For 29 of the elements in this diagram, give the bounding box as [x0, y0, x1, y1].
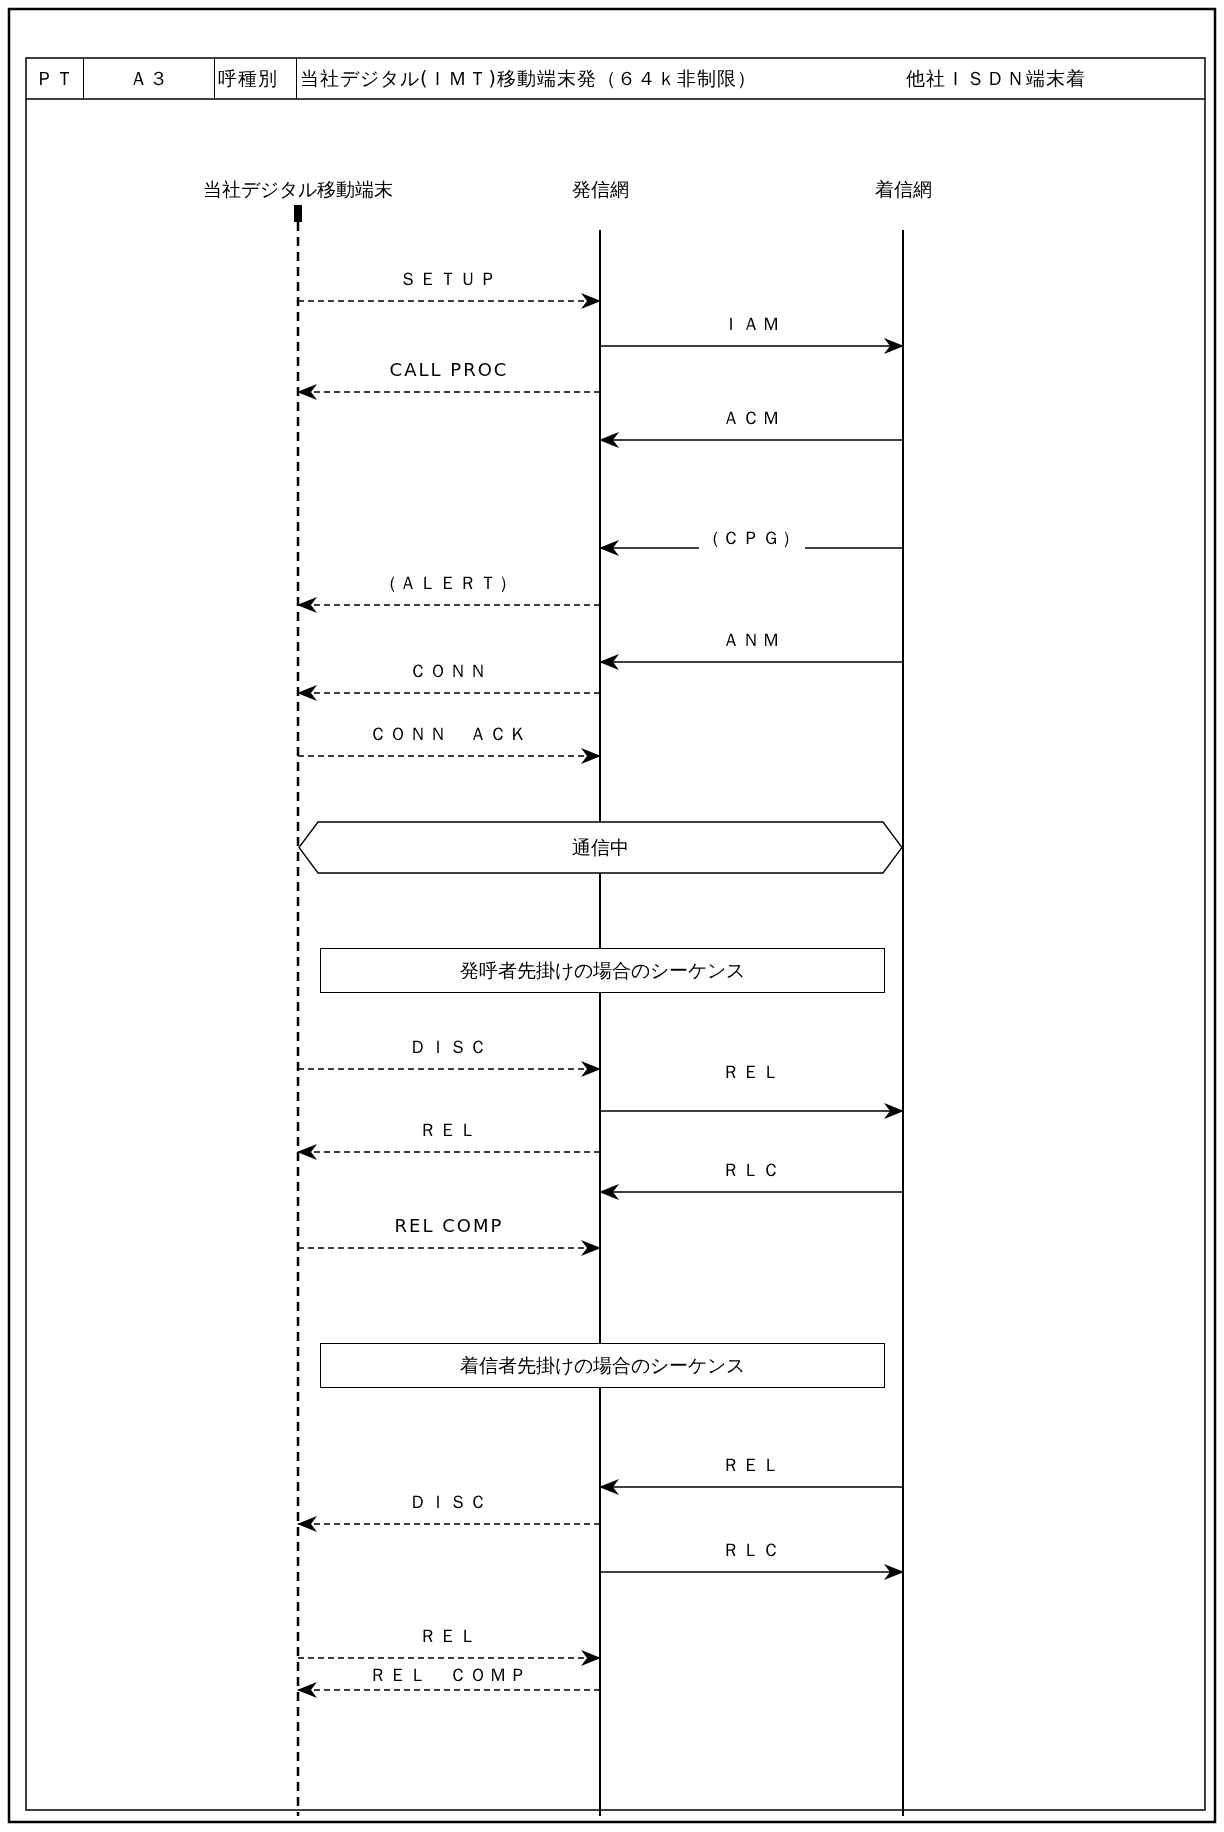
message-arrow — [599, 654, 904, 670]
message-arrow — [599, 1479, 904, 1495]
participant-label: 発信網 — [571, 177, 629, 202]
header-cell-text: 他社ＩＳＤＮ端末着 — [905, 65, 1087, 91]
message-arrow — [599, 432, 904, 448]
message-arrow — [297, 1650, 601, 1666]
message-arrow — [599, 1184, 904, 1200]
state-band: 通信中 — [298, 821, 903, 874]
message-arrow — [297, 1061, 601, 1077]
message-arrow — [599, 338, 904, 354]
note-box: 発呼者先掛けの場合のシーケンス — [320, 948, 885, 993]
message-arrow — [297, 1144, 601, 1160]
message-arrow — [297, 685, 601, 701]
message-arrow — [599, 1564, 904, 1580]
message-arrow — [297, 1516, 601, 1532]
header-cell-text: 当社デジタル(ＩＭＴ)移動端末発（６４ｋ非制限） — [299, 65, 758, 91]
message-arrow — [297, 384, 601, 400]
header-cell: ＰＴ — [26, 58, 84, 99]
note-box: 着信者先掛けの場合のシーケンス — [320, 1343, 885, 1388]
message-arrow — [297, 748, 601, 764]
message-arrow — [297, 1240, 601, 1256]
message-arrow — [599, 1103, 904, 1119]
participant-label: 着信網 — [874, 177, 932, 202]
message-arrow — [297, 597, 601, 613]
header-cell: Ａ３ — [84, 58, 215, 99]
participant-label: 当社デジタル移動端末 — [203, 177, 393, 202]
message-arrow — [297, 293, 601, 309]
header-cell: 呼種別 — [215, 58, 297, 99]
message-arrow — [297, 1682, 601, 1698]
